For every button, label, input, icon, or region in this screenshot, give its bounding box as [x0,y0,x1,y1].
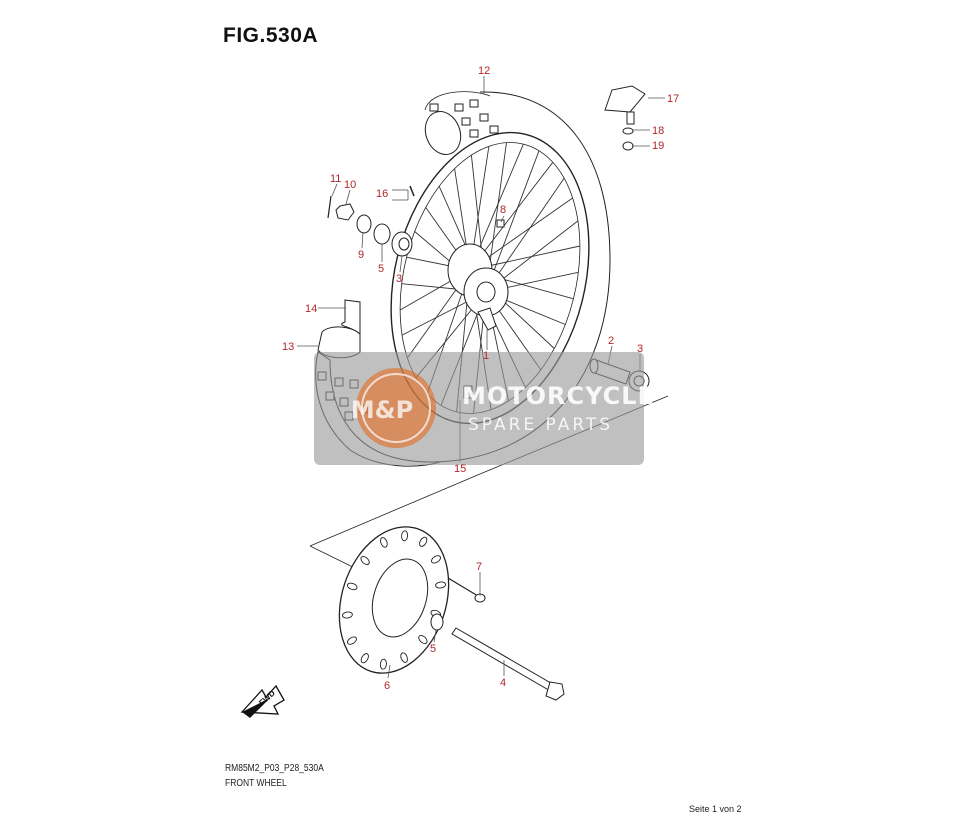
axle [430,613,565,701]
callout-5: 5 [378,263,384,275]
callout-3: 3 [396,273,402,285]
page-number: Seite 1 von 2 [689,804,742,814]
section-name: FRONT WHEEL [225,778,287,789]
tube-section [317,299,361,359]
callout-12: 12 [478,65,490,77]
callout-8: 8 [500,204,506,216]
disc-vent-hole [431,555,441,564]
callout-10: 10 [344,179,356,191]
watermark: M&P MOTORCYCLE SPARE PARTS [314,352,655,465]
callout-13: 13 [282,341,294,353]
figure-title: FIG.530A [223,24,319,47]
callout-6: 6 [384,680,390,692]
callout-19: 19 [652,140,664,152]
model-code: RM85M2_P03_P28_530A [225,763,324,774]
watermark-logo-text: M&P [351,396,413,424]
callouts: 12 17 18 19 11 10 16 8 9 5 3 14 13 1 2 3… [282,65,679,692]
disc-vent-hole [346,582,358,591]
disc-vent-hole [360,653,369,664]
disc-vent-hole [418,634,428,645]
disc-bolt [447,577,486,603]
callout-7: 7 [476,561,482,573]
tread-top [424,91,499,155]
callout-16: 16 [376,188,388,200]
watermark-line2: SPARE PARTS [468,415,613,435]
disc-vent-hole [419,536,428,547]
watermark-logo-icon [356,368,436,448]
callout-4: 4 [500,677,506,689]
disc-vent-hole [360,555,370,566]
callout-14: 14 [305,303,317,315]
brake-disc [338,526,450,674]
callout-1: 1 [483,350,489,362]
callout-15: 15 [454,463,466,475]
watermark-line1: MOTORCYCLE [462,382,655,410]
disc-vent-hole [379,658,387,670]
callout-17: 17 [667,93,679,105]
hub [447,243,509,331]
disc-vent-hole [401,530,409,542]
disc-vent-hole [341,611,353,619]
fwd-arrow-icon: FWD [240,684,285,718]
disc-vent-hole [347,636,357,645]
callout-11: 11 [330,173,341,185]
spoke [485,150,540,293]
disc-vent-hole [435,581,447,589]
callout-9: 9 [358,249,364,261]
callout-5b: 5 [430,643,436,655]
disc-vent-hole [380,537,388,548]
callout-3b: 3 [637,343,643,355]
disc-vent-hole [400,652,408,663]
callout-18: 18 [652,125,664,137]
callout-2: 2 [608,335,614,347]
